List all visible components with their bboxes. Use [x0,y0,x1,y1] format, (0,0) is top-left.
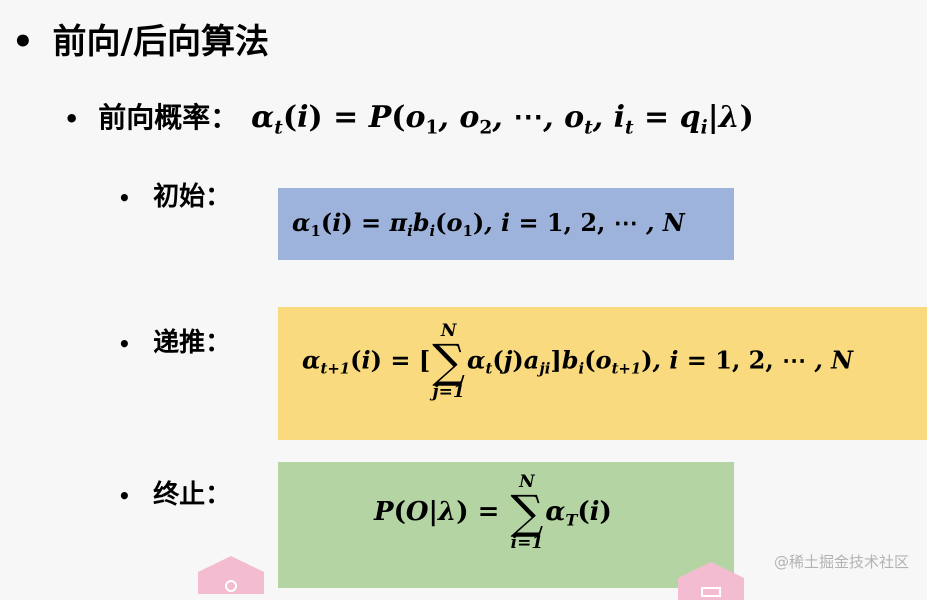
bullet: • [118,484,131,508]
bullet: • [118,186,131,210]
step-init-label-row: • 初始： [118,176,231,213]
bullet: • [12,22,34,62]
init-formula: α1(i) = πibi(o1), i = 1, 2, ⋯ , N [292,208,685,241]
forward-prob-line: • 前向概率： αt(i) = P(o1, o2, ⋯, ot, it = qi… [64,96,754,139]
forward-prob-formula: αt(i) = P(o1, o2, ⋯, ot, it = qi|λ) [251,100,754,139]
watermark: @稀土掘金技术社区 [773,553,909,571]
hexagon-decoration-icon [678,562,744,600]
sum-symbol: N∑i=1 [510,472,544,553]
hexagon-decoration-icon [198,556,264,594]
step-recursion-label-row: • 递推： [118,322,231,359]
heading-text: 前向/后向算法 [52,22,269,62]
step-termination-label-row: • 终止： [118,474,231,511]
step-termination-label: 终止： [153,480,232,510]
bullet: • [118,332,131,356]
bullet: • [64,105,80,133]
init-formula-box: α1(i) = πibi(o1), i = 1, 2, ⋯ , N [278,188,734,260]
step-recursion-label: 递推： [153,328,232,358]
sum-symbol: N∑j=1 [432,321,466,402]
forward-prob-label: 前向概率： [98,101,239,134]
step-init-label: 初始： [153,182,232,212]
heading: • 前向/后向算法 [12,14,269,63]
